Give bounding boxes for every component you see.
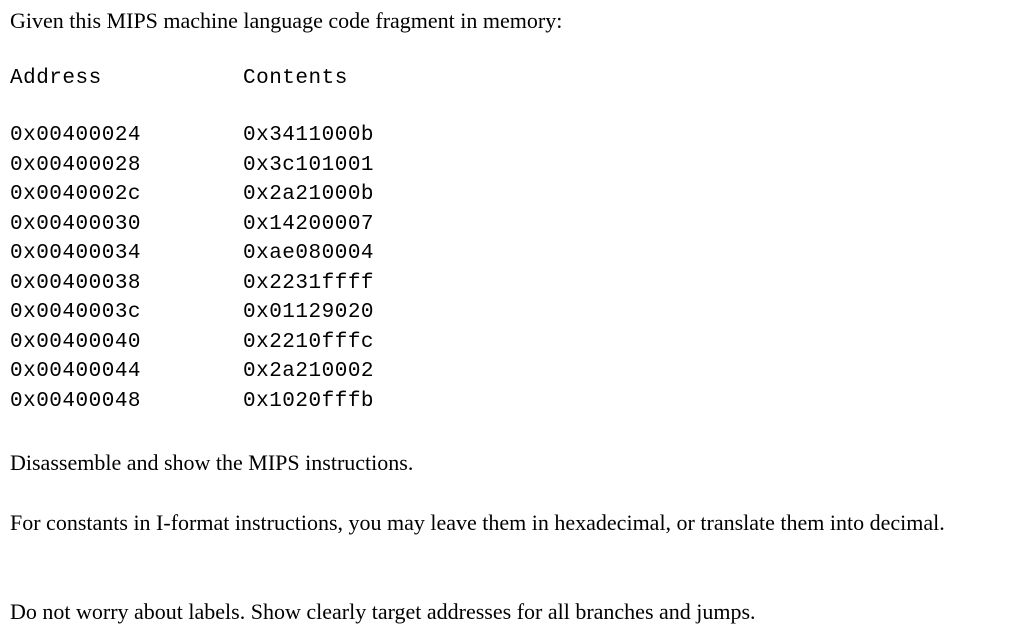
table-row: 0x00400040 0x2210fffc (10, 328, 543, 358)
contents-cell: 0x01129020 (243, 301, 375, 324)
contents-cell: 0x2a21000b (243, 183, 375, 206)
intro-text: Given this MIPS machine language code fr… (10, 8, 563, 33)
contents-cell: 0x1020fffb (243, 389, 375, 413)
table-row: 0x0040003c 0x01129020 (10, 298, 543, 328)
table-row: 0x00400028 0x3c101001 (10, 151, 543, 181)
instruction-paragraph: Disassemble and show the MIPS instructio… (10, 450, 414, 475)
contents-column-header: Contents (243, 67, 348, 90)
table-header: Address Contents (10, 64, 348, 94)
contents-cell: 0xae080004 (243, 242, 375, 265)
contents-cell: 0x2a210002 (243, 360, 375, 383)
address-cell: 0x00400030 (10, 212, 142, 236)
memory-table: 0x00400024 0x3411000b 0x00400028 0x3c101… (10, 121, 543, 416)
table-row: 0x00400034 0xae080004 (10, 239, 543, 269)
table-row: 0x00400044 0x2a210002 (10, 357, 543, 387)
contents-cell: 0x3c101001 (243, 153, 375, 177)
address-cell: 0x00400024 (10, 124, 142, 147)
contents-cell: 0x14200007 (243, 212, 375, 236)
contents-cell: 0x2231ffff (243, 271, 375, 295)
address-cell: 0x0040002c (10, 183, 142, 206)
contents-cell: 0x3411000b (243, 124, 375, 147)
table-row: 0x00400030 0x14200007 (10, 210, 543, 240)
table-row: 0x00400048 0x1020fffb (10, 387, 543, 417)
address-cell: 0x00400044 (10, 360, 142, 383)
table-row: 0x0040002c 0x2a21000b (10, 180, 543, 210)
contents-cell: 0x2210fffc (243, 330, 375, 354)
address-column-header: Address (10, 67, 102, 90)
address-cell: 0x00400040 (10, 330, 142, 354)
address-cell: 0x00400034 (10, 242, 142, 265)
table-row: 0x00400024 0x3411000b (10, 121, 543, 151)
table-row: 0x00400038 0x2231ffff (10, 269, 543, 299)
address-cell: 0x0040003c (10, 301, 142, 324)
address-cell: 0x00400028 (10, 153, 142, 177)
labels-paragraph: Do not worry about labels. Show clearly … (10, 599, 756, 624)
address-cell: 0x00400048 (10, 389, 142, 413)
constants-paragraph: For constants in I-format instructions, … (10, 510, 945, 535)
address-cell: 0x00400038 (10, 271, 142, 295)
